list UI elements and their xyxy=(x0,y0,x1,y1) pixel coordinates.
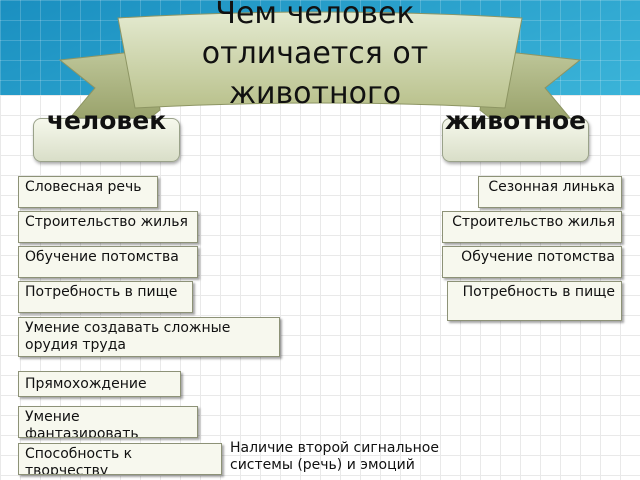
second-signal-system-note: Наличие второй сигнальное системы (речь)… xyxy=(230,440,439,473)
human-trait-speech: Словесная речь xyxy=(18,176,158,208)
human-trait-food: Потребность в пище xyxy=(18,281,193,313)
animal-trait-housing: Строительство жилья xyxy=(442,211,622,243)
human-trait-teaching: Обучение потомства xyxy=(18,246,198,278)
header-human-label: человек xyxy=(46,106,167,135)
animal-trait-food: Потребность в пище xyxy=(447,281,622,321)
human-trait-imagination: Умение фантазировать xyxy=(18,406,198,438)
slide-title: Чем человек отличается от животного xyxy=(201,0,429,111)
animal-trait-molting: Сезонная линька xyxy=(478,176,622,208)
human-trait-upright-walking: Прямохождение xyxy=(18,371,181,397)
title-ribbon-banner xyxy=(58,11,582,119)
header-human: человек xyxy=(33,106,180,162)
header-animal-label: животное xyxy=(444,106,587,135)
human-trait-housing: Строительство жилья xyxy=(18,211,198,243)
animal-trait-teaching: Обучение потомства xyxy=(442,246,622,278)
header-animal: животное xyxy=(442,106,589,162)
human-trait-creativity: Способность к творчеству xyxy=(18,443,222,475)
human-trait-tools: Умение создавать сложные орудия труда xyxy=(18,317,280,357)
